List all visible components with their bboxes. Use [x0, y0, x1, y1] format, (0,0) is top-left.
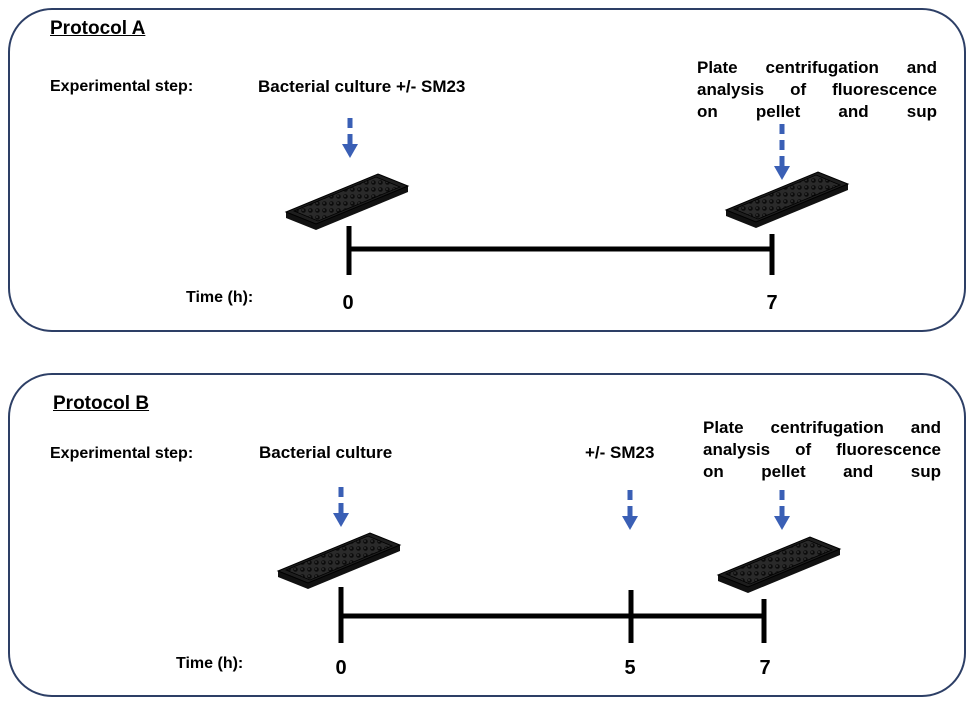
- protocol-a-step-end: Plate centrifugation and analysis of flu…: [697, 57, 937, 123]
- protocol-b-step-end-line-3: on pellet and sup: [703, 462, 941, 481]
- protocol-a-panel: [8, 8, 966, 332]
- protocol-b-timeline: [338, 587, 767, 643]
- protocol-b-step-start: Bacterial culture: [259, 443, 393, 462]
- well-plate-icon: [277, 532, 401, 590]
- protocol-a-step-end-line-3: on pellet and sup: [697, 102, 937, 121]
- protocol-a-tick-0: 0: [342, 292, 354, 314]
- protocol-b-step-middle: +/- SM23: [585, 443, 655, 462]
- protocol-a-timeline: [346, 226, 775, 275]
- protocol-a-step-start: Bacterial culture +/- SM23: [258, 77, 466, 96]
- protocol-b-step-end-line-2: analysis of fluorescence: [703, 440, 941, 459]
- dashed-down-arrow-icon: [622, 490, 638, 530]
- well-plate-icon: [725, 171, 849, 229]
- protocol-b-time-label: Time (h):: [176, 655, 244, 672]
- dashed-down-arrow-icon: [333, 487, 349, 527]
- protocol-a-step-end-line-1: Plate centrifugation and: [697, 58, 937, 77]
- protocol-b-step-end: Plate centrifugation and analysis of flu…: [703, 417, 941, 483]
- well-plate-icon: [285, 173, 409, 231]
- protocol-b-step-label: Experimental step:: [50, 445, 194, 462]
- protocol-a-step-label: Experimental step:: [50, 78, 194, 95]
- well-plate-icon: [717, 536, 841, 594]
- protocol-a-step-end-line-2: analysis of fluorescence: [697, 80, 937, 99]
- protocol-a-title: Protocol A: [50, 18, 146, 39]
- protocol-b-tick-0: 0: [335, 657, 347, 679]
- protocol-b-step-end-line-1: Plate centrifugation and: [703, 418, 941, 437]
- dashed-down-arrow-icon: [342, 118, 358, 158]
- dashed-down-arrow-icon: [774, 490, 790, 530]
- protocol-b-tick-5: 5: [624, 657, 636, 679]
- protocol-a-time-label: Time (h):: [186, 289, 254, 306]
- protocol-b-panel: [8, 373, 966, 697]
- protocol-a-tick-7: 7: [766, 292, 778, 314]
- protocol-b-title: Protocol B: [53, 393, 150, 414]
- protocol-b-tick-7: 7: [759, 657, 771, 679]
- dashed-down-arrow-icon: [774, 124, 790, 180]
